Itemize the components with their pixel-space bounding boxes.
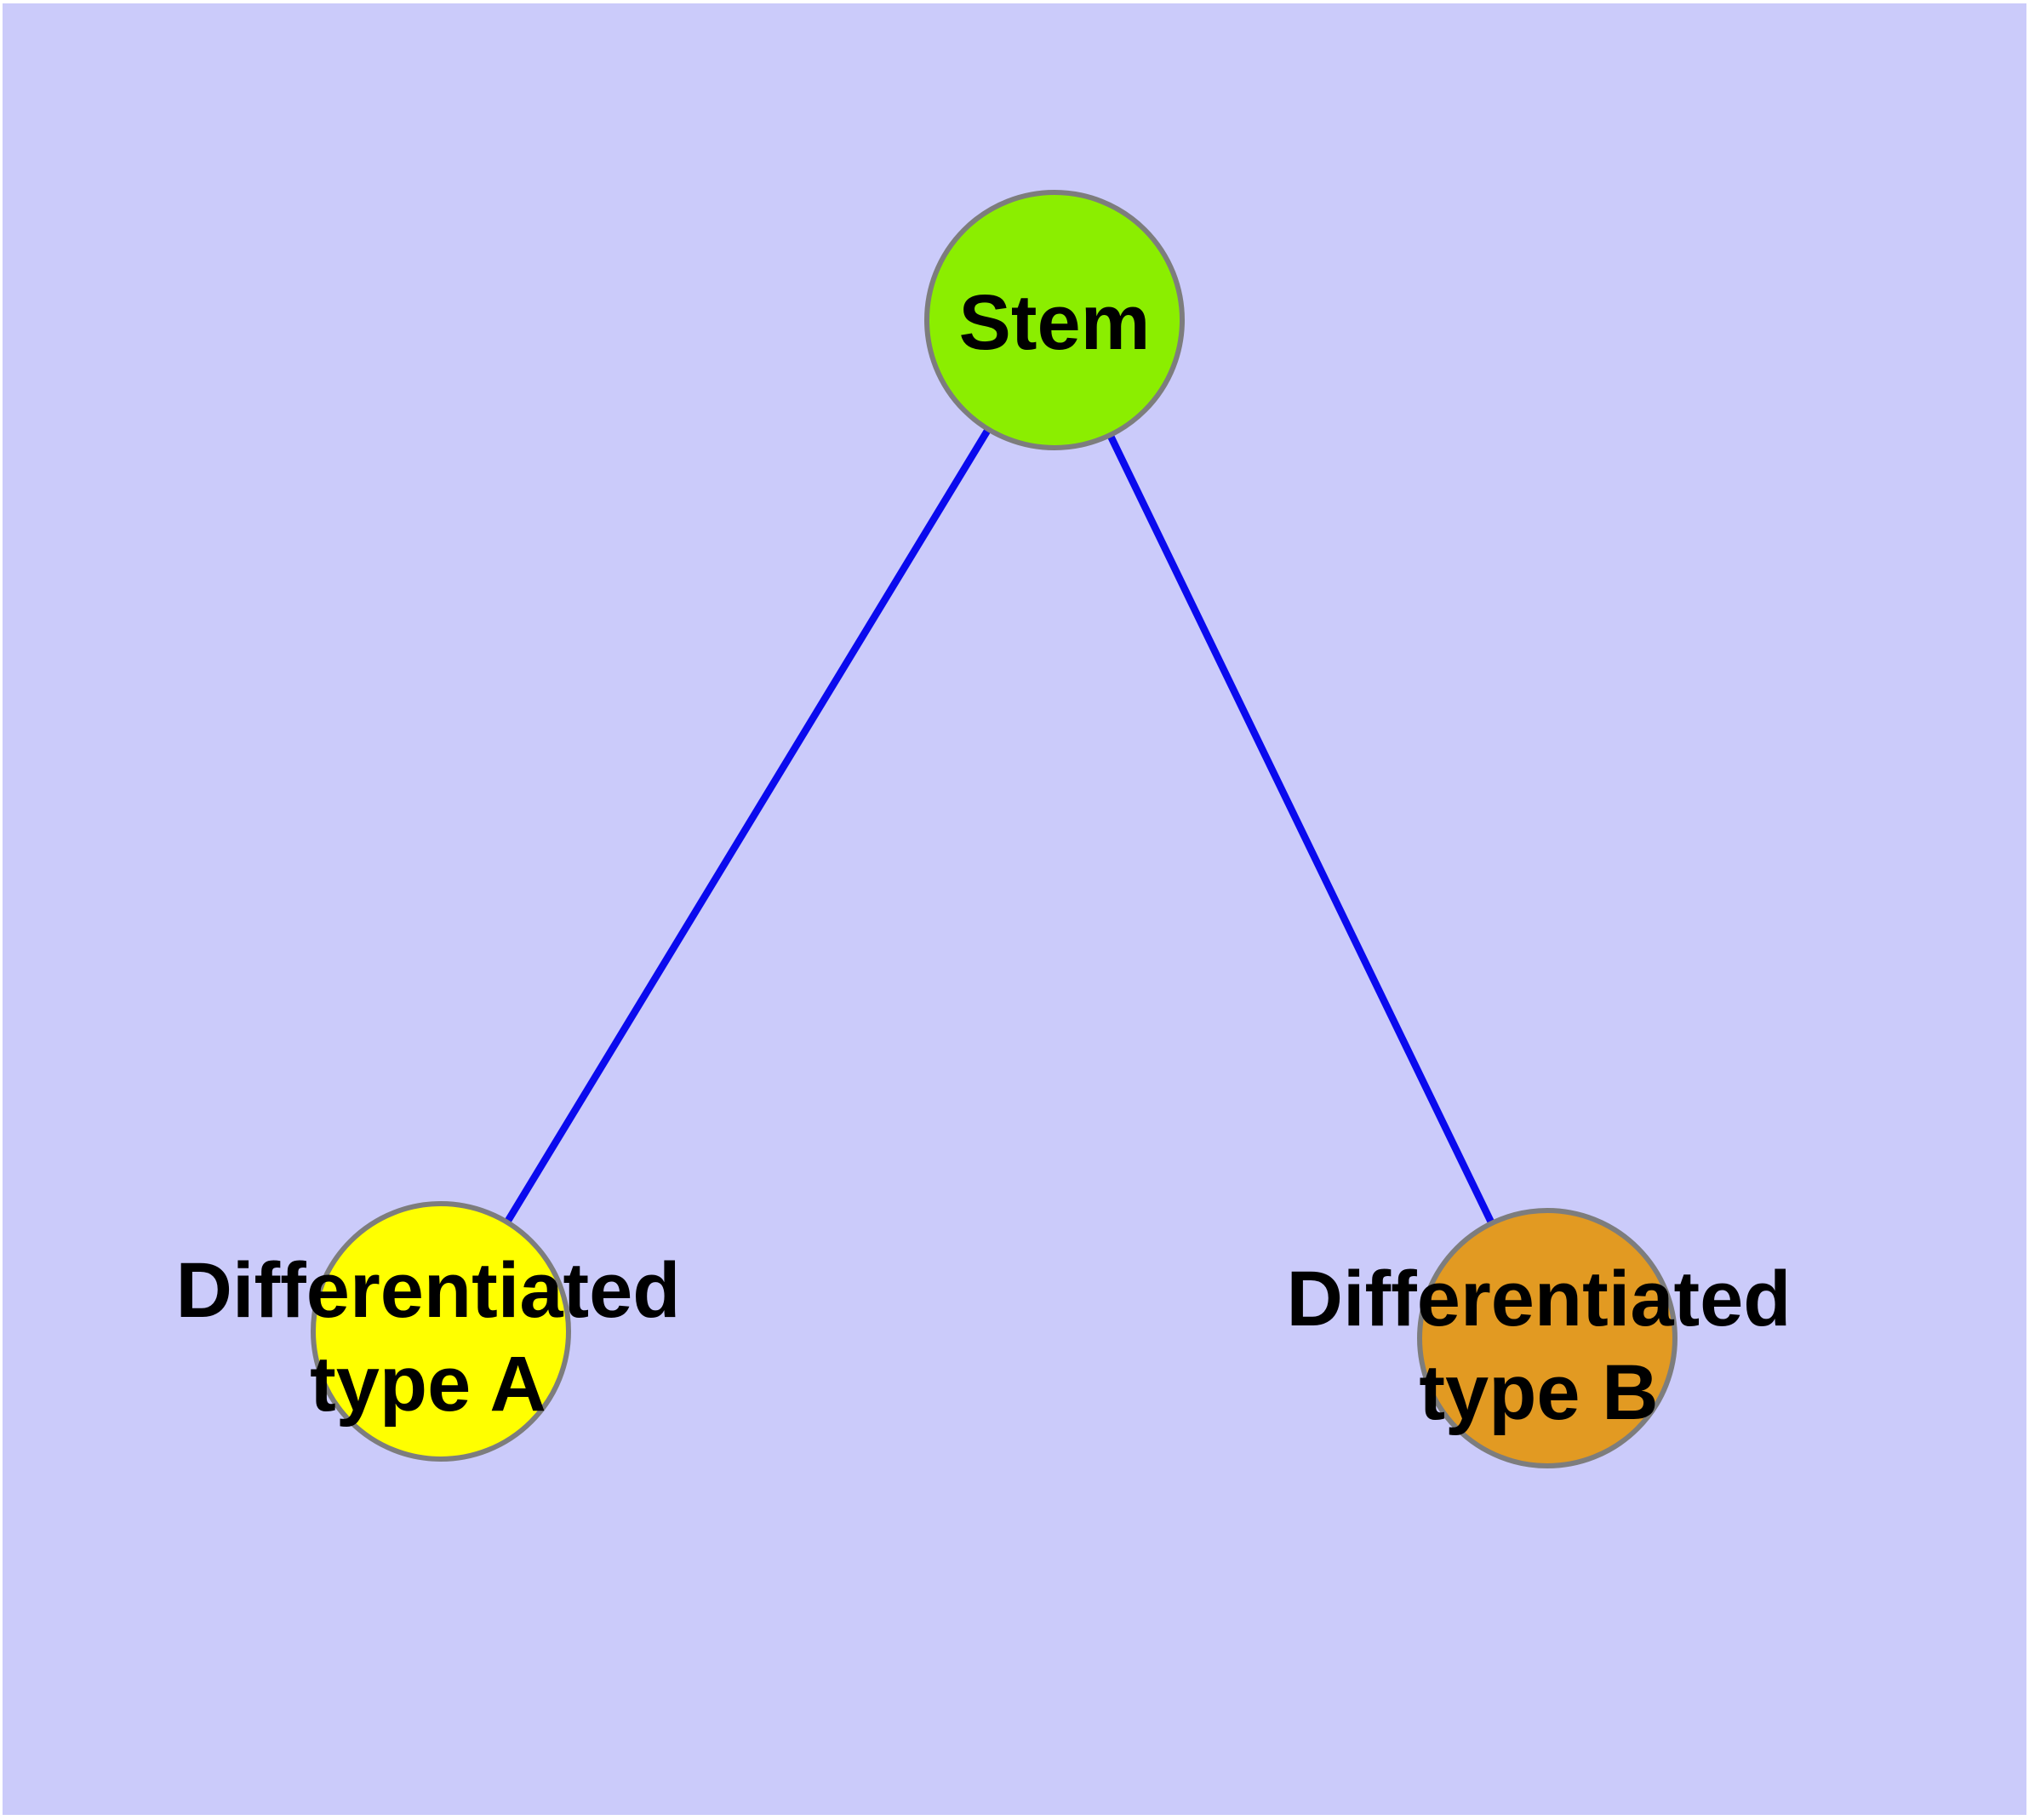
node-differentiated-type-a bbox=[311, 1201, 571, 1462]
node-differentiated-type-b bbox=[1417, 1208, 1677, 1468]
node-stem bbox=[924, 190, 1185, 450]
node-type-a-label-line2: type A bbox=[310, 1341, 546, 1428]
node-type-b-label-line2: type B bbox=[1419, 1349, 1658, 1436]
node-type-b-label-line1: Differentiated bbox=[1287, 1256, 1792, 1342]
node-type-a-label-line1: Differentiated bbox=[176, 1247, 681, 1334]
edge-stem-to-type-a bbox=[437, 318, 1058, 1334]
node-stem-label: Stem bbox=[959, 279, 1151, 366]
edge-stem-to-type-b bbox=[1051, 318, 1551, 1340]
